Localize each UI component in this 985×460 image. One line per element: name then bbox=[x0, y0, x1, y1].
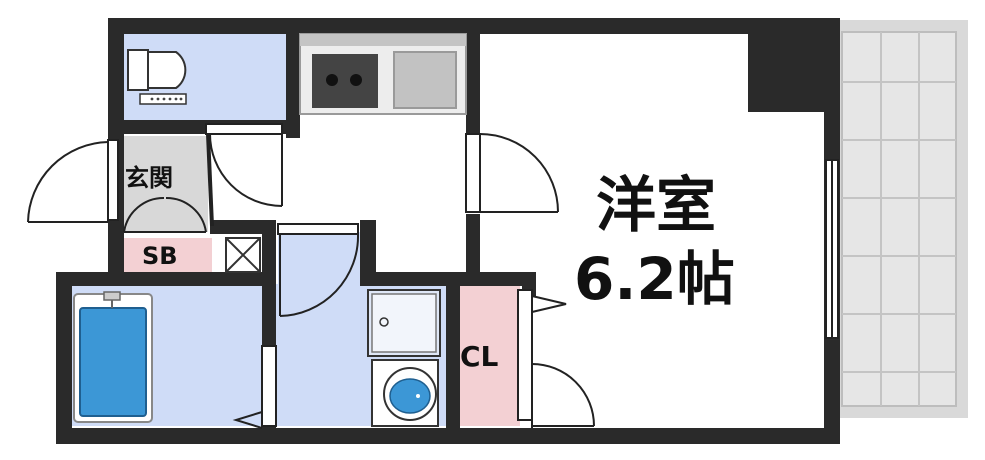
kitchen-counter bbox=[299, 33, 467, 115]
entrance-door bbox=[27, 139, 119, 223]
pipe-space-icon bbox=[225, 237, 261, 273]
closet-label: CL bbox=[460, 340, 499, 373]
shoe-cabinet bbox=[123, 196, 207, 233]
washbasin-icon bbox=[371, 359, 439, 427]
balcony-grid bbox=[842, 32, 956, 406]
washing-machine-icon bbox=[367, 289, 441, 357]
stove-icon bbox=[312, 54, 378, 108]
washroom-door bbox=[277, 223, 360, 317]
bathroom-door bbox=[232, 345, 277, 429]
balcony-window bbox=[825, 159, 839, 339]
toilet-icon bbox=[127, 49, 187, 105]
bathtub-icon bbox=[73, 291, 153, 423]
shoe-box-area bbox=[116, 238, 212, 274]
closet-doors bbox=[517, 289, 595, 428]
toilet-door bbox=[205, 123, 283, 227]
shoe-box-label: SB bbox=[142, 242, 178, 270]
entrance-area bbox=[116, 136, 208, 232]
balcony-inner bbox=[841, 31, 957, 407]
room-door bbox=[465, 133, 559, 213]
western-room-name: 洋室 bbox=[596, 171, 716, 241]
western-room-size: 6.2帖 bbox=[574, 245, 735, 313]
balcony bbox=[832, 20, 968, 418]
doors bbox=[27, 123, 839, 429]
sink-icon bbox=[393, 51, 457, 109]
closet-area bbox=[454, 286, 520, 426]
entrance-label: 玄関 bbox=[125, 164, 173, 192]
